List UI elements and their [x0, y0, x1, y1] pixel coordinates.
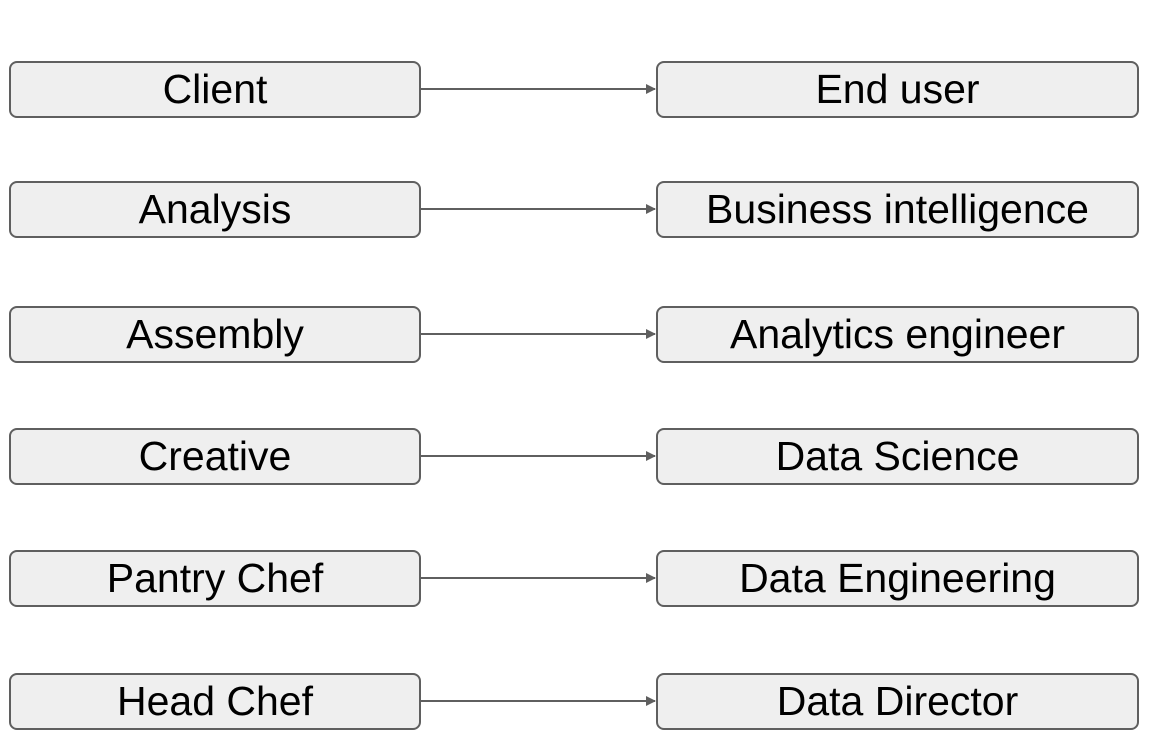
source-label: Pantry Chef	[106, 555, 324, 601]
source-box-head-chef: Head Chef	[9, 673, 421, 730]
source-label: Assembly	[126, 311, 304, 357]
target-label: Business intelligence	[706, 186, 1089, 232]
source-label: Head Chef	[116, 678, 313, 724]
source-label: Analysis	[138, 186, 292, 232]
source-label: Creative	[138, 433, 292, 479]
target-label: Data Science	[775, 433, 1020, 479]
target-box-analytics-engineer: Analytics engineer	[656, 306, 1139, 363]
target-box-data-director: Data Director	[656, 673, 1139, 730]
target-box-end-user: End user	[656, 61, 1139, 118]
target-label: Analytics engineer	[729, 311, 1066, 357]
source-box-assembly: Assembly	[9, 306, 421, 363]
source-label: Client	[162, 66, 268, 112]
target-box-business-intelligence: Business intelligence	[656, 181, 1139, 238]
source-box-creative: Creative	[9, 428, 421, 485]
target-box-data-science: Data Science	[656, 428, 1139, 485]
target-label: Data Engineering	[739, 555, 1056, 601]
source-box-client: Client	[9, 61, 421, 118]
source-box-analysis: Analysis	[9, 181, 421, 238]
source-box-pantry-chef: Pantry Chef	[9, 550, 421, 607]
target-box-data-engineering: Data Engineering	[656, 550, 1139, 607]
target-label: Data Director	[776, 678, 1019, 724]
target-label: End user	[815, 66, 980, 112]
